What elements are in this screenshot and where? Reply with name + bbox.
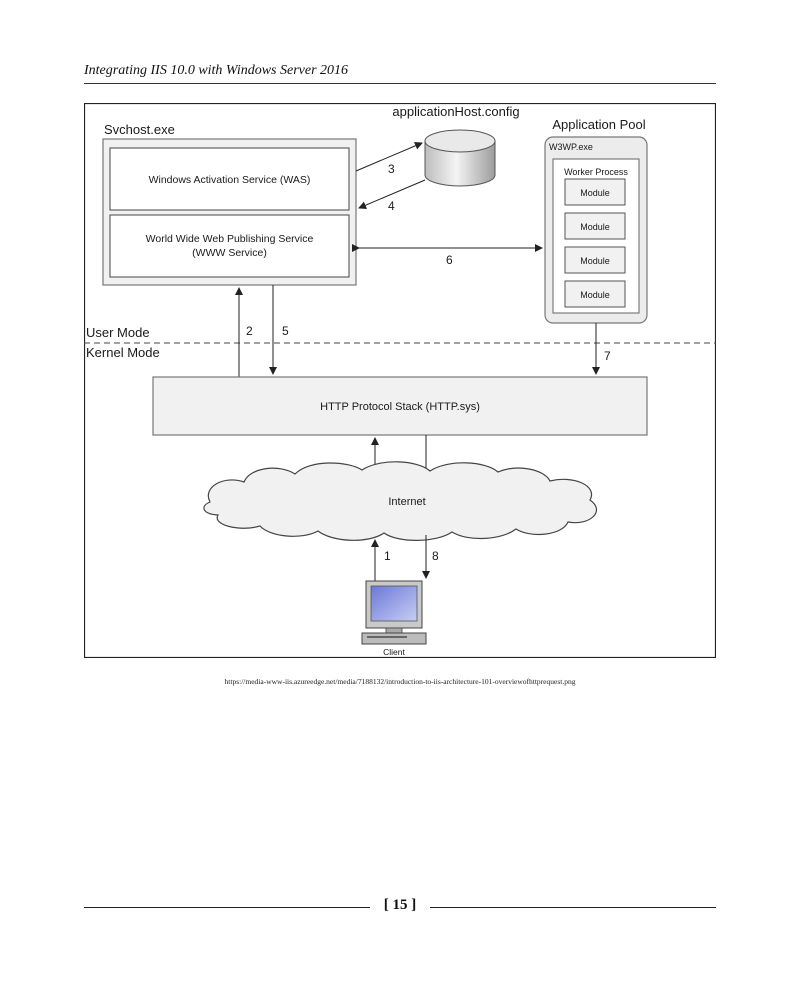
step-label-8: 8 [432, 549, 439, 563]
module-label-1: Module [580, 188, 610, 198]
step-label-1: 1 [384, 549, 391, 563]
client-computer-icon [361, 580, 427, 645]
diagram-canvas: Svchost.exe Windows Activation Service (… [84, 103, 716, 658]
footer-rule-left [84, 907, 370, 908]
step-label-4: 4 [388, 199, 395, 213]
step-label-6: 6 [446, 253, 453, 267]
header-divider [84, 83, 716, 84]
step-label-5: 5 [282, 324, 289, 338]
step-label-7: 7 [604, 349, 611, 363]
app-host-config-label: applicationHost.config [392, 104, 519, 119]
module-box-2 [564, 212, 626, 240]
arrow-4 [358, 179, 426, 209]
module-box-4 [564, 280, 626, 308]
footer-rule-right [430, 907, 716, 908]
worker-process-label: Worker Process [564, 167, 628, 177]
step-label-3: 3 [388, 162, 395, 176]
module-label-4: Module [580, 290, 610, 300]
step-label-2: 2 [246, 324, 253, 338]
w3wp-label: W3WP.exe [549, 142, 593, 152]
page-number: [ 15 ] [383, 897, 417, 913]
was-label: Windows Activation Service (WAS) [149, 174, 311, 186]
www-service-label-line1: World Wide Web Publishing Service [146, 233, 314, 245]
app-pool-label: Application Pool [552, 117, 645, 132]
client-label: Client [383, 647, 405, 657]
kernel-mode-label: Kernel Mode [86, 345, 160, 360]
iis-architecture-diagram: Svchost.exe Windows Activation Service (… [84, 103, 716, 658]
arrow-3 [355, 142, 423, 172]
internet-label: Internet [388, 496, 425, 508]
svchost-label: Svchost.exe [104, 122, 175, 137]
user-mode-label: User Mode [86, 325, 150, 340]
http-stack-box [152, 376, 648, 436]
module-box-3 [564, 246, 626, 274]
was-box [109, 147, 350, 211]
module-label-3: Module [580, 256, 610, 266]
internet-cloud [203, 461, 598, 541]
config-database-icon [424, 129, 496, 187]
module-box-1 [564, 178, 626, 206]
module-label-2: Module [580, 222, 610, 232]
www-service-box [109, 214, 350, 278]
figure-source-caption: https://media-www-iis.azureedge.net/medi… [224, 677, 576, 686]
www-service-label-line2: (WWW Service) [192, 247, 267, 259]
module-list: Module Module Module Module [564, 178, 626, 308]
running-header-title: Integrating IIS 10.0 with Windows Server… [84, 63, 349, 78]
http-stack-label: HTTP Protocol Stack (HTTP.sys) [320, 401, 480, 413]
